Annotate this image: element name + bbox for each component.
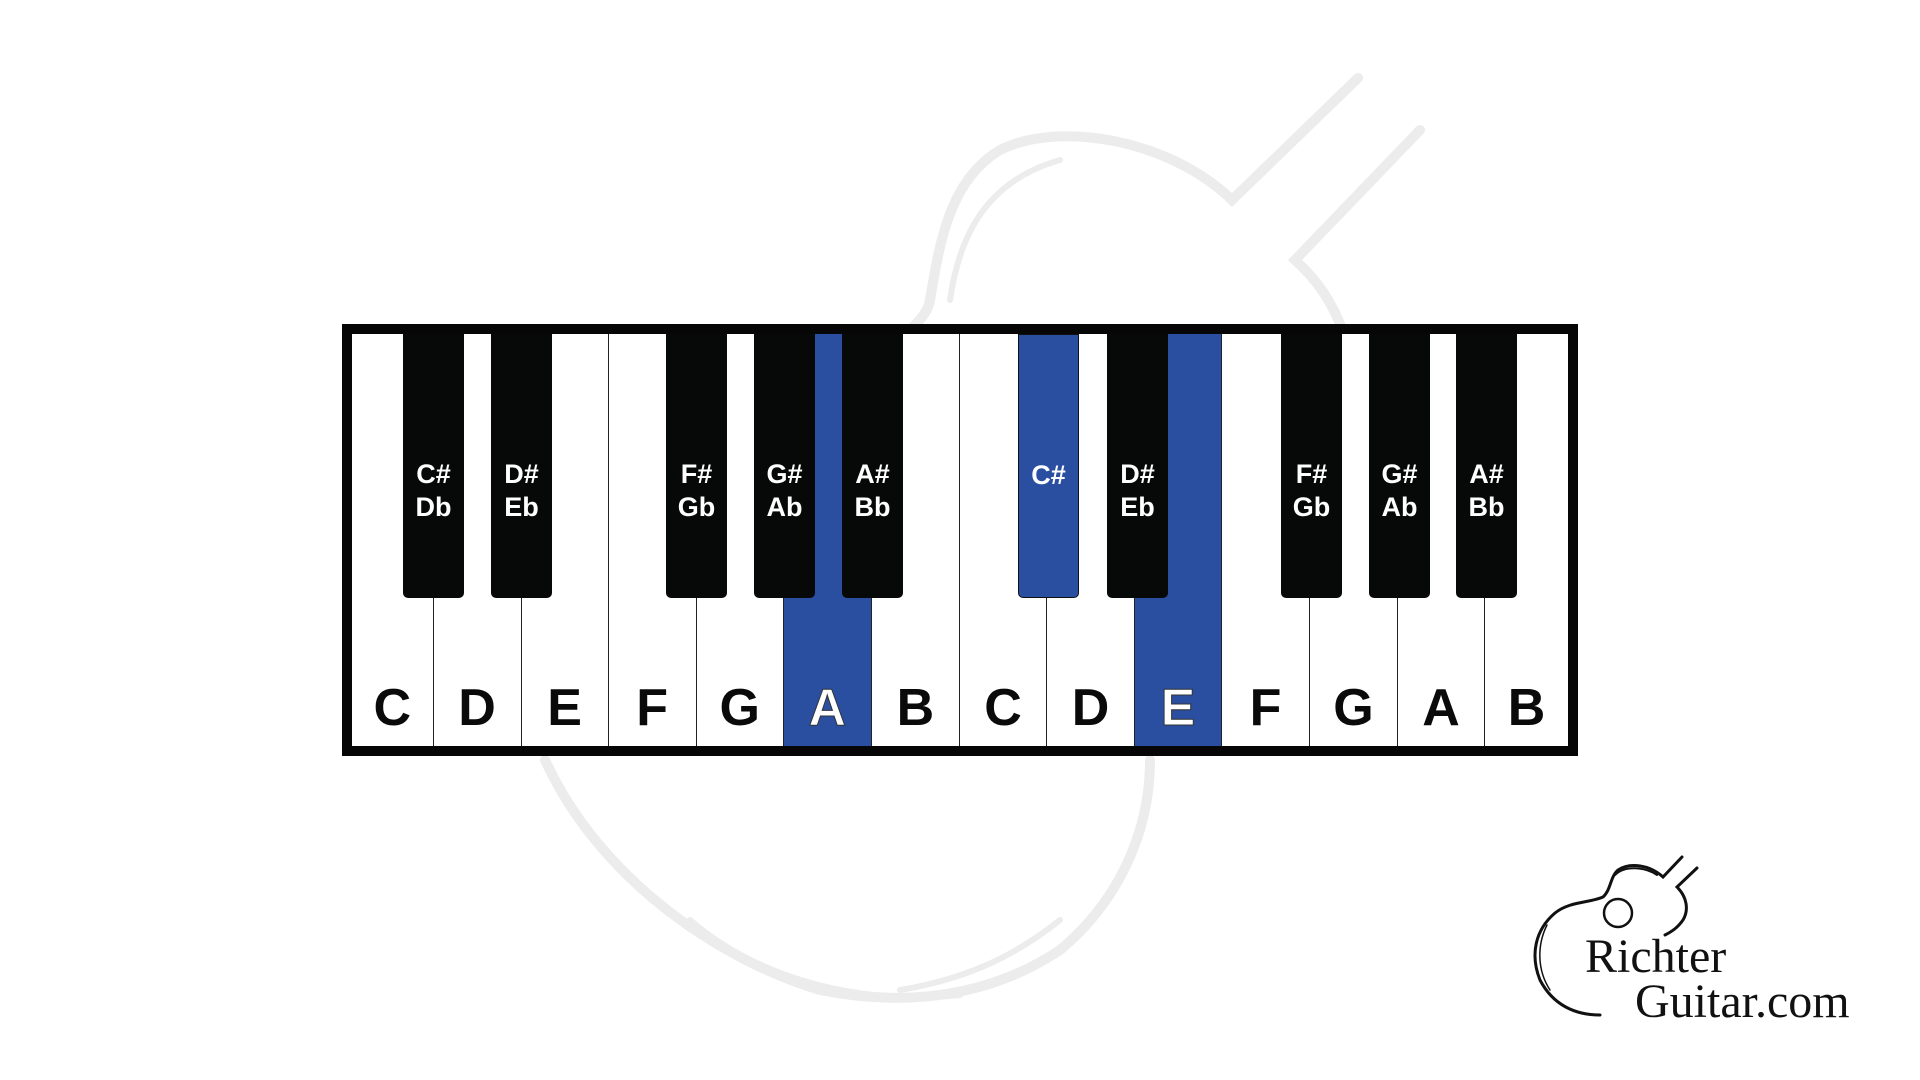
black-key: A#Bb — [1456, 334, 1517, 598]
flat-name: Gb — [1292, 492, 1331, 522]
white-key-label: G — [719, 679, 760, 737]
flat-name: Gb — [677, 492, 716, 522]
sharp-name: C# — [1031, 460, 1066, 490]
black-key-label: G#Ab — [1369, 458, 1430, 524]
flat-name: Ab — [1381, 492, 1418, 522]
flat-name: Eb — [504, 492, 539, 522]
white-key-label: B — [896, 679, 935, 737]
black-key-label: F#Gb — [1281, 458, 1342, 524]
white-key: B — [1485, 334, 1568, 746]
white-key: E — [522, 334, 609, 746]
white-key-label: B — [1507, 679, 1546, 737]
black-key: G#Ab — [754, 334, 815, 598]
black-key-label: C#Db — [403, 458, 464, 524]
black-key: A#Bb — [842, 334, 903, 598]
sharp-name: A# — [855, 459, 890, 489]
white-key-label: D — [458, 679, 496, 737]
black-key: G#Ab — [1369, 334, 1430, 598]
guitar-outline-icon — [1533, 855, 1699, 1017]
white-key-label: D — [1071, 679, 1110, 737]
white-key-label: E — [547, 679, 582, 737]
sharp-name: C# — [416, 459, 451, 489]
white-key-label: F — [636, 679, 669, 737]
white-key-label: F — [1249, 679, 1282, 737]
logo-text-line2: Guitar.com — [1635, 975, 1850, 1028]
black-key: F#Gb — [1281, 334, 1342, 598]
sharp-name: A# — [1469, 459, 1504, 489]
white-key-label: A — [1422, 679, 1460, 737]
black-key-label: A#Bb — [1456, 458, 1517, 524]
logo-text-line1: Richter — [1585, 930, 1727, 983]
white-key-label: E — [1160, 679, 1196, 737]
black-key: D#Eb — [1107, 334, 1168, 598]
white-key-label: C — [984, 679, 1022, 737]
sharp-name: F# — [1295, 459, 1328, 489]
white-key-label: C — [373, 679, 412, 737]
black-key-label: C# — [1019, 459, 1078, 492]
sharp-name: D# — [1120, 459, 1155, 489]
flat-name: Ab — [766, 492, 803, 522]
flat-name: Bb — [1468, 492, 1505, 522]
black-key: D#Eb — [491, 334, 552, 598]
black-key-label: G#Ab — [754, 458, 815, 524]
flat-name: Db — [415, 492, 452, 522]
black-key-label: D#Eb — [491, 458, 552, 524]
black-key-label: A#Bb — [842, 458, 903, 524]
sharp-name: F# — [680, 459, 713, 489]
sharp-name: G# — [766, 459, 803, 489]
black-key: F#Gb — [666, 334, 727, 598]
black-key: C# — [1018, 334, 1079, 598]
flat-name: Bb — [854, 492, 891, 522]
white-key: B — [872, 334, 960, 746]
white-key-label: G — [1333, 679, 1374, 737]
black-key: C#Db — [403, 334, 464, 598]
sharp-name: G# — [1381, 459, 1418, 489]
sharp-name: D# — [504, 459, 539, 489]
black-key-label: D#Eb — [1107, 458, 1168, 524]
flat-name: Eb — [1120, 492, 1155, 522]
white-key-label: A — [808, 679, 847, 737]
black-key-label: F#Gb — [666, 458, 727, 524]
richter-guitar-logo: Richter Guitar.com — [1515, 835, 1895, 1035]
